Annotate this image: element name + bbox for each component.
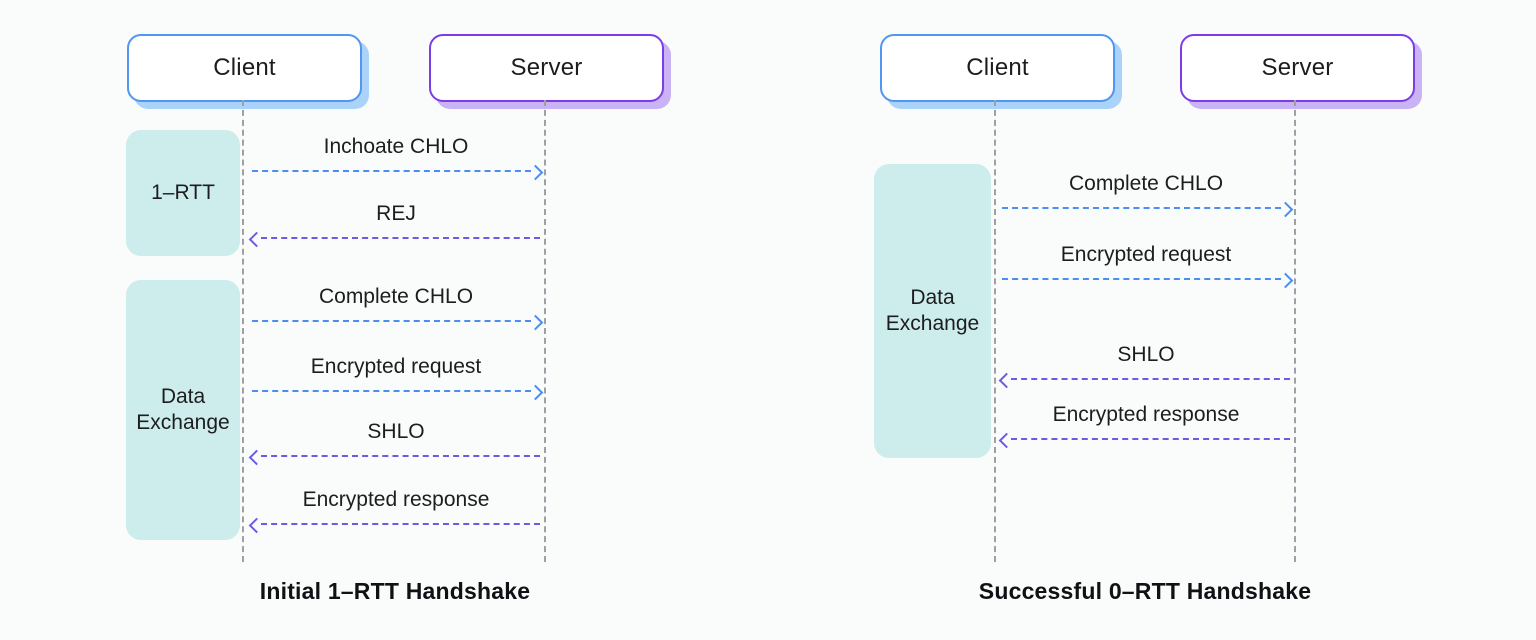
message-encrypted-response: Encrypted response bbox=[250, 487, 542, 530]
actor-box-client: Client bbox=[127, 34, 362, 102]
message-label: Encrypted request bbox=[1060, 243, 1232, 266]
message-inchoate-chlo: Inchoate CHLO bbox=[250, 134, 542, 177]
message-label: REJ bbox=[376, 202, 416, 225]
region-label: 1–RTT bbox=[151, 180, 215, 204]
message-label: Complete CHLO bbox=[1068, 172, 1224, 195]
message-label: Encrypted response bbox=[1052, 403, 1240, 426]
arrow-left-icon bbox=[250, 450, 542, 462]
actor-label: Client bbox=[213, 54, 276, 81]
message-rej: REJ bbox=[250, 201, 542, 244]
lifeline-client bbox=[242, 100, 244, 562]
actor-label: Server bbox=[510, 54, 583, 81]
actor-box-server: Server bbox=[1180, 34, 1415, 102]
actor-label: Server bbox=[1261, 54, 1334, 81]
region-label: Data Exchange bbox=[885, 285, 980, 335]
message-complete-chlo: Complete CHLO bbox=[250, 284, 542, 327]
message-label: Encrypted response bbox=[302, 488, 490, 511]
arrow-left-icon bbox=[250, 518, 542, 530]
arrow-right-icon bbox=[250, 165, 542, 177]
arrow-right-icon bbox=[250, 315, 542, 327]
arrow-left-icon bbox=[1000, 433, 1292, 445]
message-label: Inchoate CHLO bbox=[323, 135, 469, 158]
diagram-caption: Successful 0–RTT Handshake bbox=[978, 578, 1312, 604]
lifeline-server bbox=[1294, 100, 1296, 562]
actor-label: Client bbox=[966, 54, 1029, 81]
message-label: SHLO bbox=[1117, 343, 1175, 366]
message-shlo: SHLO bbox=[250, 419, 542, 462]
diagram-caption: Initial 1–RTT Handshake bbox=[259, 578, 531, 604]
arrow-left-icon bbox=[1000, 373, 1292, 385]
actor-box-client: Client bbox=[880, 34, 1115, 102]
lifeline-client bbox=[994, 100, 996, 562]
message-label: Complete CHLO bbox=[318, 285, 474, 308]
region-1rtt: 1–RTT bbox=[126, 130, 240, 256]
message-complete-chlo: Complete CHLO bbox=[1000, 171, 1292, 214]
arrow-left-icon bbox=[250, 232, 542, 244]
message-label: Encrypted request bbox=[310, 355, 482, 378]
actor-box-server: Server bbox=[429, 34, 664, 102]
message-encrypted-request: Encrypted request bbox=[250, 354, 542, 397]
message-encrypted-response: Encrypted response bbox=[1000, 402, 1292, 445]
message-encrypted-request: Encrypted request bbox=[1000, 242, 1292, 285]
lifeline-server bbox=[544, 100, 546, 562]
arrow-right-icon bbox=[250, 385, 542, 397]
message-label: SHLO bbox=[367, 420, 425, 443]
region-label: Data Exchange bbox=[136, 384, 230, 434]
arrow-right-icon bbox=[1000, 273, 1292, 285]
message-shlo: SHLO bbox=[1000, 342, 1292, 385]
arrow-right-icon bbox=[1000, 202, 1292, 214]
region-data-exchange: Data Exchange bbox=[874, 164, 991, 458]
region-data-exchange: Data Exchange bbox=[126, 280, 240, 540]
